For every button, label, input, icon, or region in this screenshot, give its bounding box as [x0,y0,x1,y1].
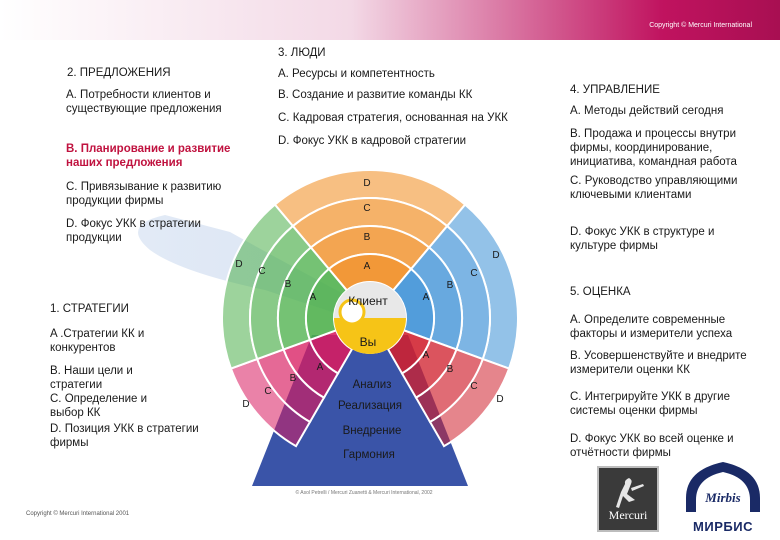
ring-letter-lowerleft-d: D [242,399,249,410]
offers-item-a: A. Потребности клиентов и существующие п… [66,89,222,116]
ring-letter-lowerleft-c: C [264,386,271,397]
center-you-label: Вы [360,335,377,349]
strategy-item-d: D. Позиция УКК в стратегии фирмы [50,423,199,450]
footer-credit: © Asol Petrelli / Mercuri Zuanetti & Mer… [295,489,432,496]
center-disc [334,282,406,354]
evaluation-title: 5. ОЦЕНКА [570,286,631,298]
ring-letter-lowerright-d: D [496,394,503,405]
management-item-d: D. Фокус УКК в структуре и культуре фирм… [570,226,715,253]
ring-letter-left-a: A [310,292,317,303]
offers-item-d: D. Фокус УКК в стратегии продукции [66,218,201,245]
ring-letter-top-c: C [363,203,370,214]
management-item-b: B. Продажа и процессы внутри фирмы, коор… [570,128,737,169]
management-item-a: A. Методы действий сегодня [570,105,724,117]
evaluation-item-a: A. Определите современные факторы и изме… [570,314,733,341]
evaluation-item-b: B. Усовершенствуйте и внедрите измерител… [570,350,747,377]
ring-letter-right-b: B [447,280,454,291]
evaluation-item-d: D. Фокус УКК во всей оценке и отчётности… [570,433,734,460]
center-client-label: Клиент [348,294,388,308]
people-item-d: D. Фокус УКК в кадровой стратегии [278,135,467,147]
management-title: 4. УПРАВЛЕНИЕ [570,84,660,96]
ring-letter-right-c: C [470,268,477,279]
offers-title: 2. ПРЕДЛОЖЕНИЯ [67,67,171,79]
strategy-item-b: B. Наши цели и стратегии [50,365,133,392]
strategy-title: 1. СТРАТЕГИИ [50,303,129,315]
header-gradient-bar: Copyright © Mercuri International [0,0,780,40]
offers-item-b: B. Планирование и развитие наших предлож… [66,143,231,170]
ring-letter-lowerleft-b: B [290,373,297,384]
copyright-top: Copyright © Mercuri International [649,22,752,29]
evaluation-item-c: C. Интегрируйте УКК в другие системы оце… [570,391,730,418]
ring-letter-lowerright-a: A [423,350,430,361]
ring-letter-left-d: D [235,259,242,270]
ring-letter-left-b: B [285,279,292,290]
stage-implementation: Реализация [338,400,402,412]
ring-letter-right-a: A [423,292,430,303]
people-item-a: A. Ресурсы и компетентность [278,68,435,80]
management-item-c: C. Руководство управляющими ключевыми кл… [570,175,738,202]
mirbis-logo-text: МИРБИС [693,519,753,534]
people-item-c: C. Кадровая стратегия, основанная на УКК [278,112,508,124]
ring-letter-top-a: A [364,261,371,272]
ring-letter-lowerleft-a: A [317,362,324,373]
mercuri-logo: Mercuri [597,466,659,532]
strategy-item-a: A .Стратегии КК и конкурентов [50,328,145,355]
ring-letter-right-d: D [492,250,499,261]
mercuri-logo-text: Mercuri [608,508,648,522]
ring-letter-lowerright-c: C [470,381,477,392]
ring-letter-left-c: C [258,266,265,277]
offers-item-c: C. Привязывание к развитию продукции фир… [66,181,222,208]
mirbis-logo: Mirbis МИРБИС [680,458,766,534]
stage-analysis: Анализ [353,379,392,391]
ring-letter-lowerright-b: B [447,364,454,375]
mirbis-dome-icon: Mirbis [686,462,760,512]
people-item-b: B. Создание и развитие команды КК [278,89,473,101]
strategy-item-c: C. Определение и выбор КК [50,393,148,420]
stage-deployment: Внедрение [343,425,402,437]
mirbis-script-text: Mirbis [704,490,740,505]
copyright-bottom: Copyright © Mercuri International 2001 [26,511,130,517]
ring-letter-top-b: B [364,232,371,243]
mercuri-figure-icon [616,478,644,508]
stage-harmony: Гармония [343,449,395,461]
people-title: 3. ЛЮДИ [278,47,326,59]
ring-letter-top-d: D [363,178,370,189]
